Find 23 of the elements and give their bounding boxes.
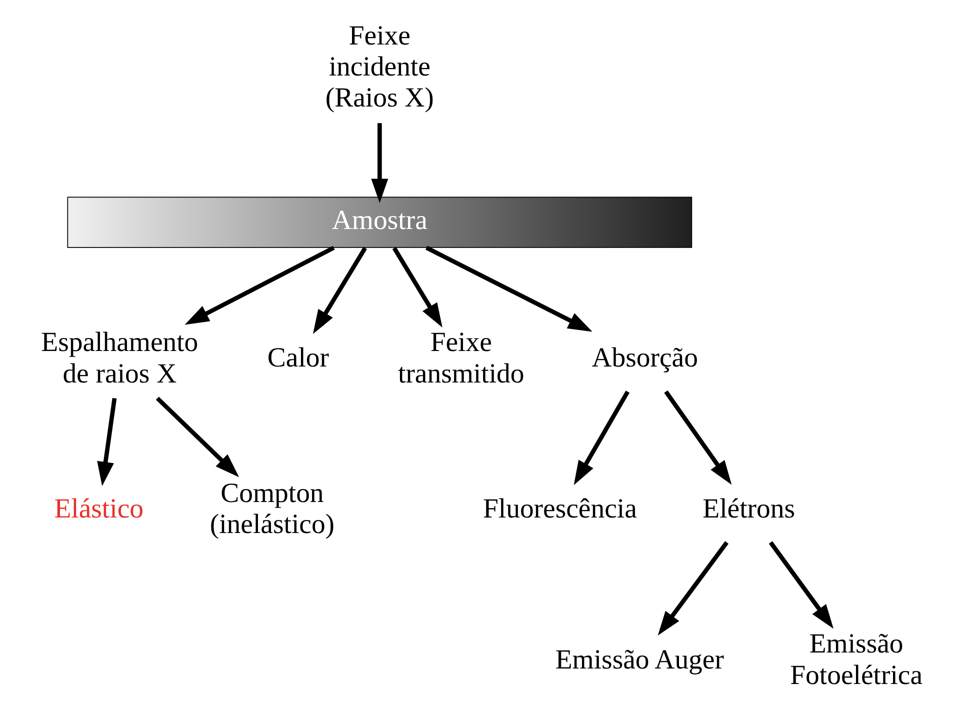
arrow (155, 396, 239, 478)
arrow (370, 123, 388, 204)
arrow (664, 390, 732, 485)
arrow (424, 246, 592, 332)
node-text: Elástico (54, 492, 144, 524)
node-text: Fluorescência (482, 492, 636, 524)
node-text: Elétrons (702, 492, 795, 524)
arrow (312, 246, 366, 334)
arrow (573, 390, 630, 486)
node-box: Amostra (66, 196, 692, 248)
arrow (392, 246, 442, 328)
arrow (96, 398, 116, 486)
arrow (768, 541, 834, 629)
node-text: Calor (266, 342, 328, 373)
arrow (657, 541, 728, 636)
node-text: Feixe transmitido (398, 326, 524, 388)
arrow (184, 246, 334, 325)
node-text: Emissão Fotoelétrica (790, 628, 922, 690)
node-text: Compton (inelástico) (209, 476, 334, 540)
node-text: Absorção (591, 342, 698, 373)
node-text: Espalhamento de raios X (40, 326, 198, 388)
node-text: Emissão Auger (554, 643, 724, 674)
node-text: Feixe incidente (Raios X) (324, 19, 434, 113)
